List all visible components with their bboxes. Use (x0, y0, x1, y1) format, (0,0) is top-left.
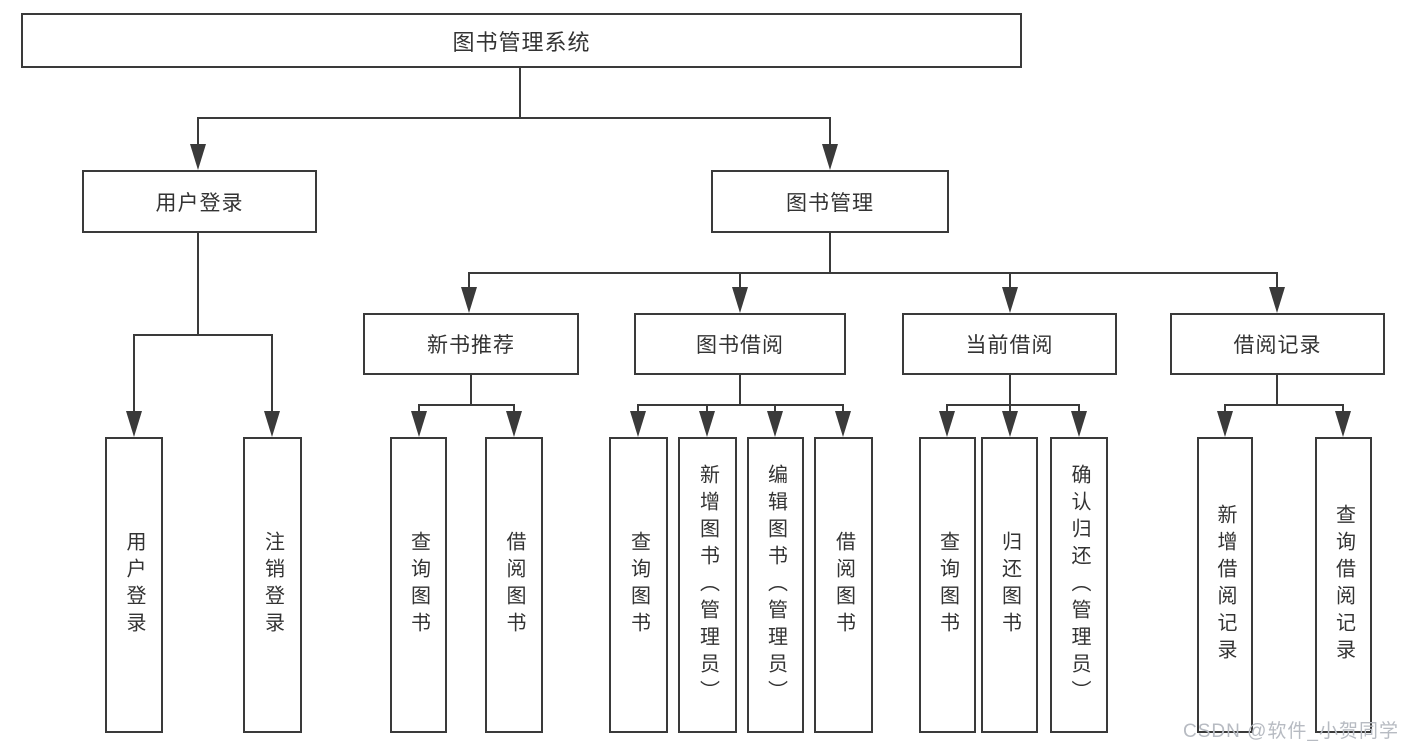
leaf-edit-books-admin: 编辑图书（管理员） (747, 437, 804, 733)
connector-line (470, 375, 472, 406)
connector-line (1224, 404, 1344, 406)
leaf-query-borrow-record: 查询借阅记录 (1315, 437, 1372, 733)
connector-line (1276, 375, 1278, 406)
node-borrowing-records: 借阅记录 (1170, 313, 1385, 375)
node-label: 确认归还（管理员） (1068, 463, 1090, 707)
node-label: 查询图书 (936, 531, 959, 639)
connector-line (418, 405, 420, 413)
connector-line (197, 117, 831, 119)
arrowhead-icon (411, 411, 427, 437)
connector-line (1276, 273, 1278, 289)
connector-line (637, 404, 844, 406)
connector-line (519, 68, 521, 118)
arrowhead-icon (767, 411, 783, 437)
node-user-login: 用户登录 (82, 170, 317, 233)
connector-line (706, 405, 708, 413)
arrowhead-icon (822, 144, 838, 170)
connector-line (271, 335, 273, 413)
node-label: 用户登录 (155, 191, 244, 215)
watermark-text: CSDN @软件_小贺同学 (1183, 721, 1399, 742)
node-label: 用户登录 (123, 531, 145, 639)
leaf-confirm-return-admin: 确认归还（管理员） (1050, 437, 1108, 733)
node-label: 查询图书 (627, 531, 650, 639)
connector-line (842, 405, 844, 413)
arrowhead-icon (1217, 411, 1233, 437)
connector-line (946, 404, 1080, 406)
arrowhead-icon (1071, 411, 1087, 437)
leaf-user-login: 用户登录 (105, 437, 163, 733)
node-label: 借阅图书 (832, 531, 855, 639)
node-label: 借阅图书 (503, 531, 525, 639)
node-label: 图书管理 (786, 191, 874, 215)
connector-line (774, 405, 776, 413)
arrowhead-icon (835, 411, 851, 437)
connector-line (829, 233, 831, 273)
connector-line (946, 405, 948, 413)
connector-line (739, 375, 741, 406)
connector-line (133, 335, 135, 413)
arrowhead-icon (190, 144, 206, 170)
arrowhead-icon (732, 287, 748, 313)
arrowhead-icon (1002, 287, 1018, 313)
connector-line (1009, 405, 1011, 413)
arrowhead-icon (699, 411, 715, 437)
connector-line (513, 405, 515, 413)
arrowhead-icon (264, 411, 280, 437)
connector-line (1009, 273, 1011, 289)
leaf-query-books-current: 查询图书 (919, 437, 976, 733)
connector-line (197, 233, 199, 335)
connector-line (739, 273, 741, 289)
connector-line (197, 118, 199, 148)
node-label: 新增图书（管理员） (696, 463, 719, 707)
arrowhead-icon (939, 411, 955, 437)
leaf-query-books-recommend: 查询图书 (390, 437, 447, 733)
node-current-borrowing: 当前借阅 (902, 313, 1117, 375)
arrowhead-icon (461, 287, 477, 313)
connector-line (1224, 405, 1226, 413)
node-label: 编辑图书（管理员） (764, 463, 787, 707)
leaf-borrow-books: 借阅图书 (814, 437, 873, 733)
connector-line (829, 118, 831, 148)
leaf-add-books-admin: 新增图书（管理员） (678, 437, 737, 733)
arrowhead-icon (506, 411, 522, 437)
arrowhead-icon (126, 411, 142, 437)
node-label: 归还图书 (998, 531, 1021, 639)
node-label: 图书管理系统 (452, 29, 591, 55)
connector-line (468, 272, 1278, 274)
leaf-borrow-books-recommend: 借阅图书 (485, 437, 543, 733)
connector-line (418, 404, 515, 406)
node-label: 查询图书 (407, 531, 430, 639)
node-book-borrowing: 图书借阅 (634, 313, 846, 375)
connector-line (133, 334, 273, 336)
node-new-book-recommendation: 新书推荐 (363, 313, 579, 375)
connector-line (637, 405, 639, 413)
connector-line (1078, 405, 1080, 413)
node-label: 图书借阅 (696, 334, 784, 357)
leaf-add-borrow-record: 新增借阅记录 (1197, 437, 1253, 733)
leaf-query-books-borrowing: 查询图书 (609, 437, 668, 733)
arrowhead-icon (1269, 287, 1285, 313)
arrowhead-icon (1335, 411, 1351, 437)
arrowhead-icon (1002, 411, 1018, 437)
leaf-return-books: 归还图书 (981, 437, 1038, 733)
node-label: 注销登录 (261, 531, 284, 639)
leaf-logout: 注销登录 (243, 437, 302, 733)
connector-line (1342, 405, 1344, 413)
node-label: 当前借阅 (965, 334, 1054, 357)
connector-line (1009, 375, 1011, 406)
node-label: 新增借阅记录 (1214, 504, 1236, 666)
arrowhead-icon (630, 411, 646, 437)
node-book-management: 图书管理 (711, 170, 949, 233)
connector-line (468, 273, 470, 289)
node-label: 查询借阅记录 (1332, 504, 1355, 666)
node-label: 借阅记录 (1233, 334, 1322, 357)
node-library-management-system: 图书管理系统 (21, 13, 1022, 68)
node-label: 新书推荐 (427, 334, 515, 357)
